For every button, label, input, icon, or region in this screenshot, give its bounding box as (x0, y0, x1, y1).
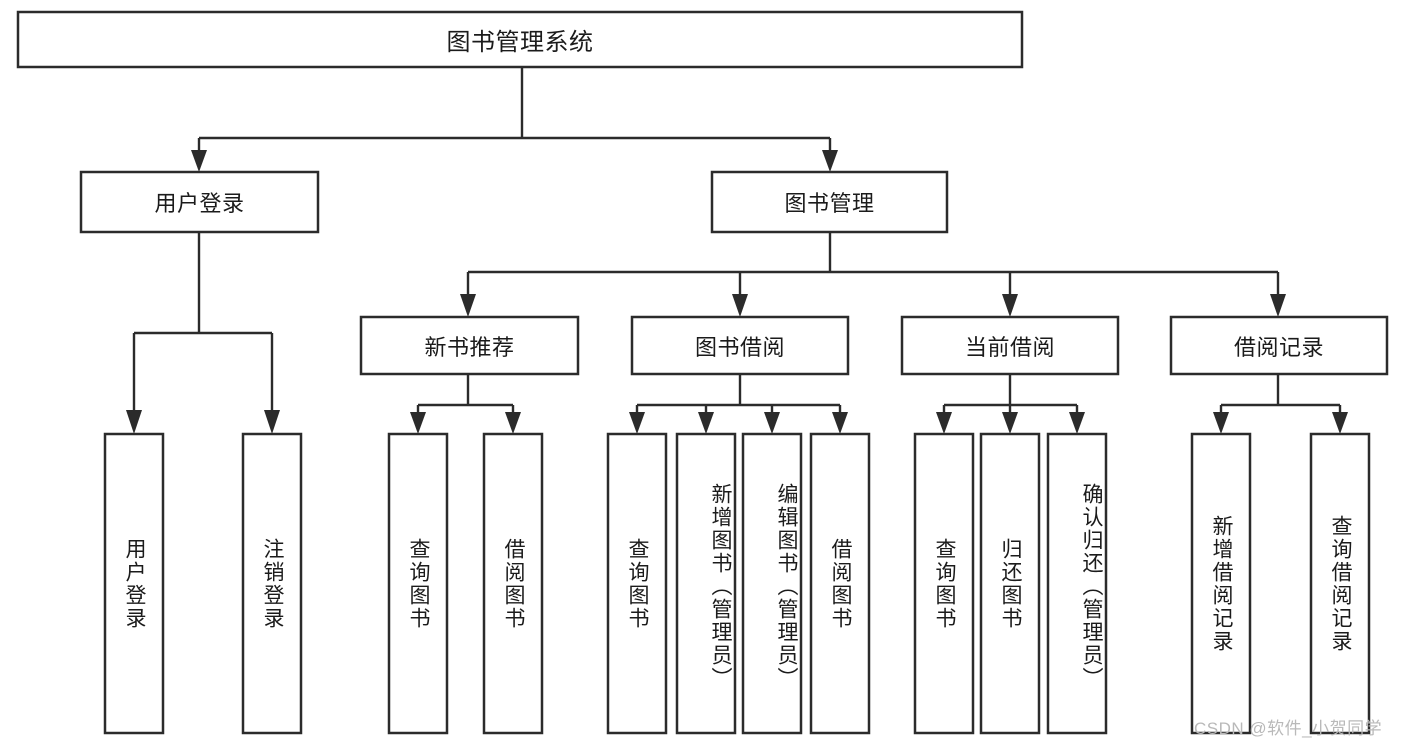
node-box-leaf-borrow-book-rec[interactable] (482, 432, 544, 735)
arrow-head-borrow-book-rec (505, 412, 521, 434)
arrow-head-add-record (1213, 412, 1229, 434)
node-box-leaf-user-login[interactable] (103, 432, 165, 735)
arrow-head-query-record (1332, 412, 1348, 434)
arrow-head-leaf-user-login (126, 410, 142, 434)
arrow-head-query-book (629, 412, 645, 434)
arrow-head-borrow-record (1270, 294, 1286, 317)
node-box-leaf-query-record[interactable] (1309, 432, 1371, 735)
csdn-watermark: CSDN @软件_小贺同学 (1194, 719, 1383, 738)
arrow-head-query-book-rec (410, 412, 426, 434)
arrow-head-borrow-book (832, 412, 848, 434)
arrow-head-return-book (1002, 412, 1018, 434)
node-box-leaf-add-record[interactable] (1190, 432, 1252, 735)
node-box-leaf-query-book[interactable] (606, 432, 668, 735)
arrow-head-leaf-logout (264, 410, 280, 434)
connector-borrow-record-to-leaves (1213, 374, 1348, 434)
arrow-head-edit-book (764, 412, 780, 434)
node-box-book-borrow[interactable] (630, 315, 850, 376)
node-box-borrow-record[interactable] (1169, 315, 1389, 376)
arrow-head-book-mgmt (822, 150, 838, 172)
arrow-head-new-book-rec (460, 294, 476, 317)
node-box-leaf-return-book[interactable] (979, 432, 1041, 735)
node-box-leaf-query-book-cur[interactable] (913, 432, 975, 735)
arrow-head-book-borrow (732, 294, 748, 317)
connector-user-login-to-leaves (126, 232, 280, 434)
arrow-head-user-login (191, 150, 207, 172)
node-box-leaf-confirm-return[interactable] (1046, 432, 1108, 735)
connector-new-book-rec-to-leaves (410, 374, 521, 434)
node-box-leaf-add-book[interactable] (675, 432, 737, 735)
connector-book-mgmt-to-level3 (460, 232, 1286, 317)
connector-book-borrow-to-leaves (629, 374, 848, 434)
node-box-leaf-edit-book[interactable] (741, 432, 803, 735)
arrow-head-current-borrow (1002, 294, 1018, 317)
node-box-root[interactable] (16, 10, 1024, 69)
node-box-current-borrow[interactable] (900, 315, 1120, 376)
node-box-new-book-rec[interactable] (359, 315, 580, 376)
node-box-book-mgmt[interactable] (710, 170, 949, 234)
arrow-head-add-book (698, 412, 714, 434)
connector-root-to-level2 (191, 67, 838, 172)
node-box-leaf-borrow-book[interactable] (809, 432, 871, 735)
node-box-leaf-query-book-rec[interactable] (387, 432, 449, 735)
arrow-head-confirm-return (1069, 412, 1085, 434)
node-box-user-login[interactable] (79, 170, 320, 234)
arrow-head-query-book-cur (936, 412, 952, 434)
node-box-leaf-logout[interactable] (241, 432, 303, 735)
connector-current-borrow-to-leaves (936, 374, 1085, 434)
